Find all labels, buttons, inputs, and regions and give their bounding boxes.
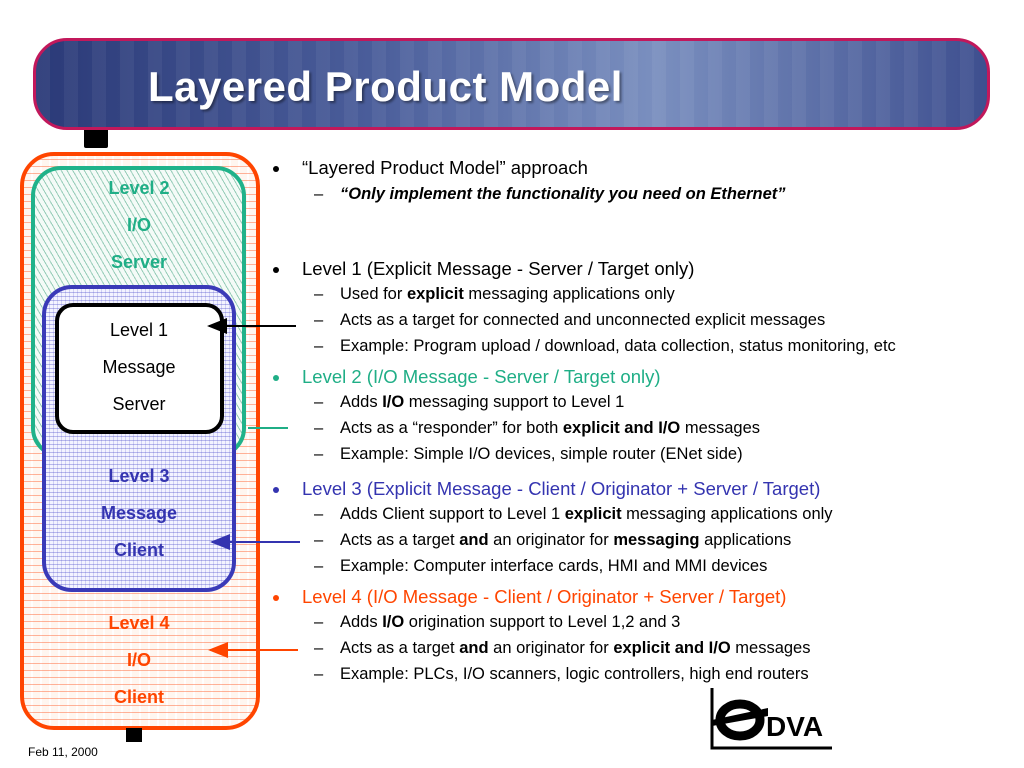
level2-label-line: Level 2 [108, 178, 170, 198]
sub-item-run: explicit and I/O [562, 419, 681, 437]
sub-item-run: Example: PLCs, I/O scanners, logic contr… [340, 665, 809, 683]
bullet-dot-icon [273, 487, 279, 493]
sub-item-run: messaging applications only [621, 505, 833, 523]
bullet-text: “Layered Product Model” approach [302, 157, 588, 178]
level3-label-line: Message [100, 503, 178, 523]
sub-item-run: messaging [613, 531, 700, 549]
sub-item-run: Adds Client support to Level 1 [340, 505, 565, 523]
diagram-stub [126, 728, 142, 742]
sub-item-text: Example: Simple I/O devices, simple rout… [340, 445, 743, 464]
title-banner: Layered Product Model [33, 38, 990, 130]
sub-item-run: messaging applications only [463, 285, 675, 303]
level3-label-line: Level 3 [108, 466, 170, 486]
level1-label-line: Server [112, 394, 166, 414]
page-title: Layered Product Model [148, 63, 623, 110]
dash-icon: – [314, 393, 324, 411]
svg-text:DVA: DVA [766, 711, 823, 742]
bullet-dot-icon [273, 595, 279, 601]
sub-item-text: Adds I/O messaging support to Level 1 [340, 393, 624, 412]
sub-item-text: Acts as a target and an originator for e… [340, 639, 810, 658]
sub-item-run: and [459, 639, 489, 657]
sub-item-run: Adds [340, 613, 383, 631]
sub-item-run: messages [730, 639, 811, 657]
sub-item-run: and [459, 531, 489, 549]
sub-item-run: Acts as a “responder” for both [340, 419, 563, 437]
sub-item-run: I/O [382, 393, 405, 411]
level4-label-line: I/O [126, 650, 151, 670]
dash-icon: – [314, 445, 324, 463]
sub-item-run: messages [680, 419, 761, 437]
bullet-text: Level 1 (Explicit Message - Server / Tar… [302, 258, 695, 279]
level3-label: Level 3 Message Client [19, 458, 259, 569]
dash-icon: – [314, 337, 324, 355]
level4-label: Level 4 I/O Client [19, 605, 259, 716]
sub-item-text: Adds Client support to Level 1 explicit … [340, 505, 833, 524]
sub-item-run: I/O [382, 613, 405, 631]
sub-item-run: origination support to Level 1,2 and 3 [404, 613, 681, 631]
sub-item-run: Acts as a target [340, 531, 460, 549]
sub-item-text: “Only implement the functionality you ne… [340, 185, 786, 204]
sub-item-text: Example: PLCs, I/O scanners, logic contr… [340, 665, 809, 684]
level1-label: Level 1 Message Server [19, 312, 259, 423]
dash-icon: – [314, 613, 324, 631]
dash-icon: – [314, 639, 324, 657]
level4-label-line: Client [113, 687, 164, 707]
dash-icon: – [314, 531, 324, 549]
dash-icon: – [314, 311, 324, 329]
sub-item-run: explicit [406, 285, 464, 303]
level1-label-line: Level 1 [109, 320, 169, 340]
sub-item-run: Example: Computer interface cards, HMI a… [340, 557, 768, 575]
sub-item-text: Example: Program upload / download, data… [340, 337, 896, 356]
sub-item-run: an originator for [488, 531, 614, 549]
level1-label-line: Message [102, 357, 176, 377]
sub-item-run: Adds [340, 393, 383, 411]
dash-icon: – [314, 419, 324, 437]
footer-date: Feb 11, 2000 [28, 745, 98, 759]
level2-label-line: Server [110, 252, 168, 272]
bullet-text: Level 2 (I/O Message - Server / Target o… [302, 366, 661, 387]
bullet-dot-icon [273, 375, 279, 381]
level3-label-line: Client [113, 540, 164, 560]
dash-icon: – [314, 185, 324, 203]
bullet-text: Level 3 (Explicit Message - Client / Ori… [302, 478, 821, 499]
sub-item-run: applications [699, 531, 792, 549]
bullet-dot-icon [273, 267, 279, 273]
sub-item-text: Acts as a target and an originator for m… [340, 531, 791, 550]
level4-label-line: Level 4 [108, 613, 170, 633]
sub-item-text: Used for explicit messaging applications… [340, 285, 675, 304]
dash-icon: – [314, 557, 324, 575]
sub-item-run: an originator for [488, 639, 614, 657]
sub-item-run: Used for [340, 285, 407, 303]
sub-item-run: messaging support to Level 1 [404, 393, 625, 411]
odva-logo-icon: DVA [710, 686, 834, 750]
sub-item-run: Example: Program upload / download, data… [340, 337, 896, 355]
sub-item-run: “Only implement the functionality you ne… [340, 185, 786, 203]
bullet-dot-icon [273, 166, 279, 172]
sub-item-run: Acts as a target [340, 639, 460, 657]
level1-layer [55, 303, 224, 434]
sub-item-run: explicit and I/O [613, 639, 731, 657]
sub-item-text: Acts as a “responder” for both explicit … [340, 419, 760, 438]
sub-item-run: Acts as a target for connected and uncon… [340, 311, 826, 329]
dash-icon: – [314, 285, 324, 303]
sub-item-text: Example: Computer interface cards, HMI a… [340, 557, 767, 576]
level2-label-line: I/O [126, 215, 151, 235]
sub-item-text: Acts as a target for connected and uncon… [340, 311, 825, 330]
sub-item-text: Adds I/O origination support to Level 1,… [340, 613, 680, 632]
sub-item-run: Example: Simple I/O devices, simple rout… [340, 445, 743, 463]
dash-icon: – [314, 665, 324, 683]
dash-icon: – [314, 505, 324, 523]
bullet-text: Level 4 (I/O Message - Client / Originat… [302, 586, 787, 607]
sub-item-run: explicit [564, 505, 622, 523]
level2-label: Level 2 I/O Server [19, 170, 259, 281]
